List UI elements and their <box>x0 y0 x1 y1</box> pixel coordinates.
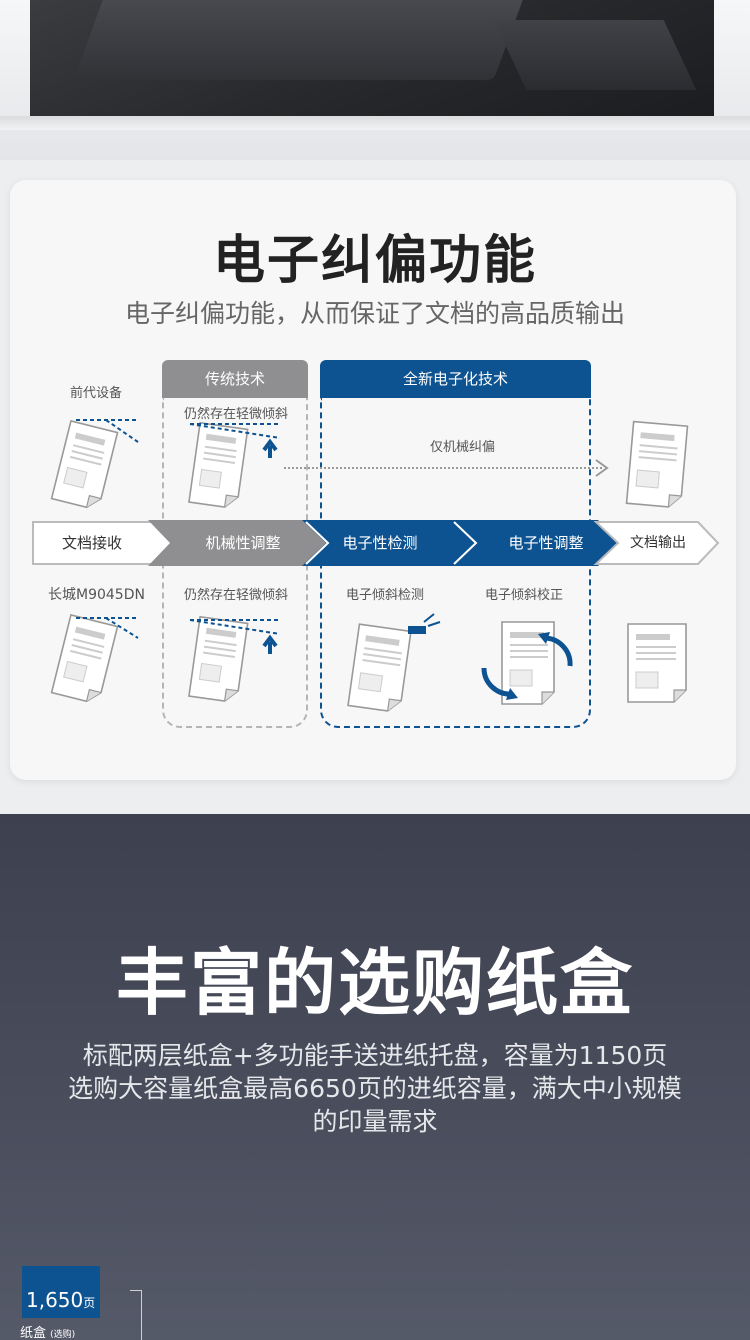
flow-step-output: 文档输出 <box>630 535 686 551</box>
flow-step-detect-shape <box>302 520 478 566</box>
flow-step-detect: 电子性检测 <box>342 534 418 552</box>
paper-tray-desc-line-2: 选购大容量纸盒最高6650页的进纸容量，满大中小规模 <box>68 1074 682 1103</box>
tray-label: 纸盒 <box>20 1326 47 1340</box>
paper-tray-desc-line-1: 标配两层纸盒+多功能手送进纸托盘，容量为1150页 <box>82 1041 668 1070</box>
output-document-icon <box>627 623 687 703</box>
tray-capacity-value-wrap: 1,650页 <box>26 1288 95 1312</box>
slightly-skewed-document-icon <box>188 615 281 702</box>
tray-caption: 纸盒 (选购) <box>20 1322 75 1340</box>
flow-step-adjust: 电子性调整 <box>508 534 584 552</box>
section-title: 电子纠偏功能 <box>212 231 537 291</box>
photo-bottom-bar <box>0 116 750 130</box>
electronic-detect-document-icon <box>347 613 441 712</box>
current-device-label: 长城M9045DN <box>48 587 145 603</box>
flow-step-output-shape <box>593 521 720 565</box>
tray-capacity-unit: 页 <box>83 1296 96 1310</box>
flow-step-mechanical-shape <box>148 520 330 566</box>
tray-pointer-line <box>130 1290 142 1340</box>
pass-through-line <box>284 467 602 469</box>
process-flow-bar <box>32 520 720 566</box>
paper-tray-title: 丰富的选购纸盒 <box>115 941 634 1025</box>
electronic-correct-label: 电子倾斜校正 <box>485 588 564 603</box>
electronic-correct-document-icon <box>481 621 573 705</box>
paper-tray-section <box>0 814 750 1340</box>
bottom-skew-note: 仍然存在轻微倾斜 <box>184 588 289 603</box>
tray-optional-note: (选购) <box>50 1330 76 1340</box>
flow-step-mechanical: 机械性调整 <box>205 534 281 552</box>
printer-photo <box>30 0 714 116</box>
new-tech-header: 全新电子化技术 <box>320 360 591 398</box>
previous-device-label: 前代设备 <box>70 386 123 401</box>
product-photo-strip <box>0 0 750 160</box>
slightly-skewed-document-icon <box>188 421 281 508</box>
top-skew-note: 仍然存在轻微倾斜 <box>184 407 289 422</box>
skewed-document-icon <box>50 613 139 703</box>
output-document-icon <box>625 420 689 508</box>
flow-step-adjust-shape <box>450 520 622 566</box>
section-subtitle: 电子纠偏功能，从而保证了文档的高品质输出 <box>124 299 625 328</box>
pass-through-arrow-icon <box>595 459 609 477</box>
tray-capacity-value: 1,650 <box>26 1288 84 1312</box>
electronic-detect-label: 电子倾斜检测 <box>346 588 425 603</box>
paper-tray-desc-line-3: 的印量需求 <box>312 1107 438 1136</box>
skewed-document-icon <box>50 419 139 509</box>
traditional-tech-header: 传统技术 <box>162 360 308 398</box>
tray-capacity-badge: 1,650页 <box>22 1266 100 1318</box>
flow-step-receive: 文档接收 <box>61 534 122 552</box>
mechanical-only-label: 仅机械纠偏 <box>430 440 496 455</box>
